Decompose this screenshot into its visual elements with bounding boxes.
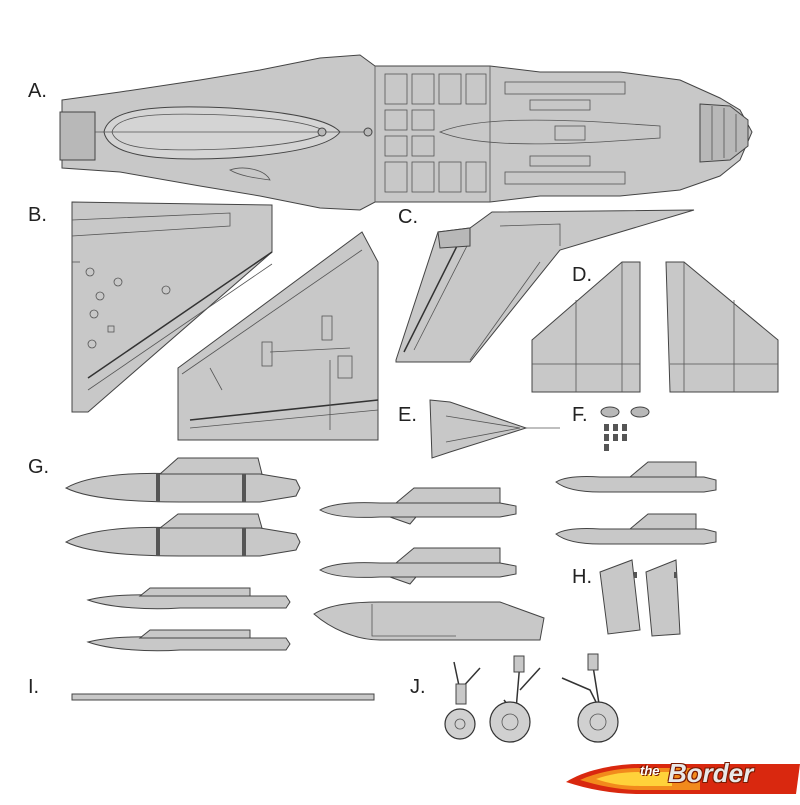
- label-j: J.: [410, 676, 426, 698]
- part-e-nose-cone: [429, 399, 560, 459]
- logo-flame-core: [596, 772, 672, 786]
- label-e: E.: [398, 404, 417, 426]
- label-f: F.: [572, 404, 588, 426]
- logo-name: Border: [668, 758, 754, 788]
- part-g-stores: [64, 457, 717, 652]
- part-c-tail-fin: [395, 209, 695, 363]
- logo-prefix: the: [640, 763, 660, 778]
- label-d: D.: [572, 264, 592, 286]
- label-a: A.: [28, 80, 47, 102]
- label-h: H.: [572, 566, 592, 588]
- part-a-fuselage: [59, 54, 753, 211]
- part-b-wing-panels: [71, 201, 379, 441]
- brand-logo: [566, 764, 800, 794]
- part-j-landing-gear: [444, 653, 619, 743]
- label-i: I.: [28, 676, 40, 698]
- label-c: C.: [398, 206, 418, 228]
- part-i-rod: [71, 693, 375, 701]
- label-g: G.: [28, 456, 50, 478]
- part-h-flaps: [599, 559, 681, 637]
- part-f-small-parts: [600, 406, 650, 451]
- label-b: B.: [28, 204, 47, 226]
- part-d-stabilizers: [531, 261, 779, 393]
